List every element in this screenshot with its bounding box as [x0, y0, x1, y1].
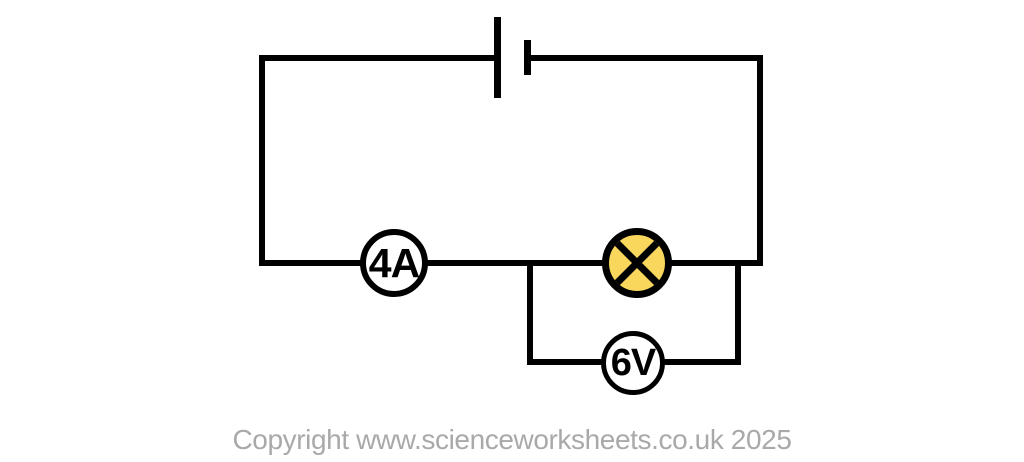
copyright-text: Copyright www.scienceworksheets.co.uk 20…	[232, 424, 792, 455]
battery-short-plate-icon	[524, 40, 531, 75]
bottom-wire	[259, 260, 763, 266]
ammeter-symbol: 4A	[360, 229, 428, 297]
top-wire-left-segment	[259, 55, 495, 61]
top-wire-right-segment	[530, 55, 763, 61]
right-wire	[757, 55, 763, 266]
lamp-symbol	[602, 228, 672, 298]
voltmeter-symbol: 6V	[601, 331, 665, 395]
battery-long-plate-icon	[494, 17, 501, 98]
voltmeter-reading: 6V	[610, 342, 656, 384]
voltmeter-branch-right-wire	[735, 260, 741, 365]
ammeter-reading: 4A	[368, 239, 420, 286]
left-wire	[259, 55, 265, 266]
voltmeter-branch-left-wire	[527, 260, 533, 365]
